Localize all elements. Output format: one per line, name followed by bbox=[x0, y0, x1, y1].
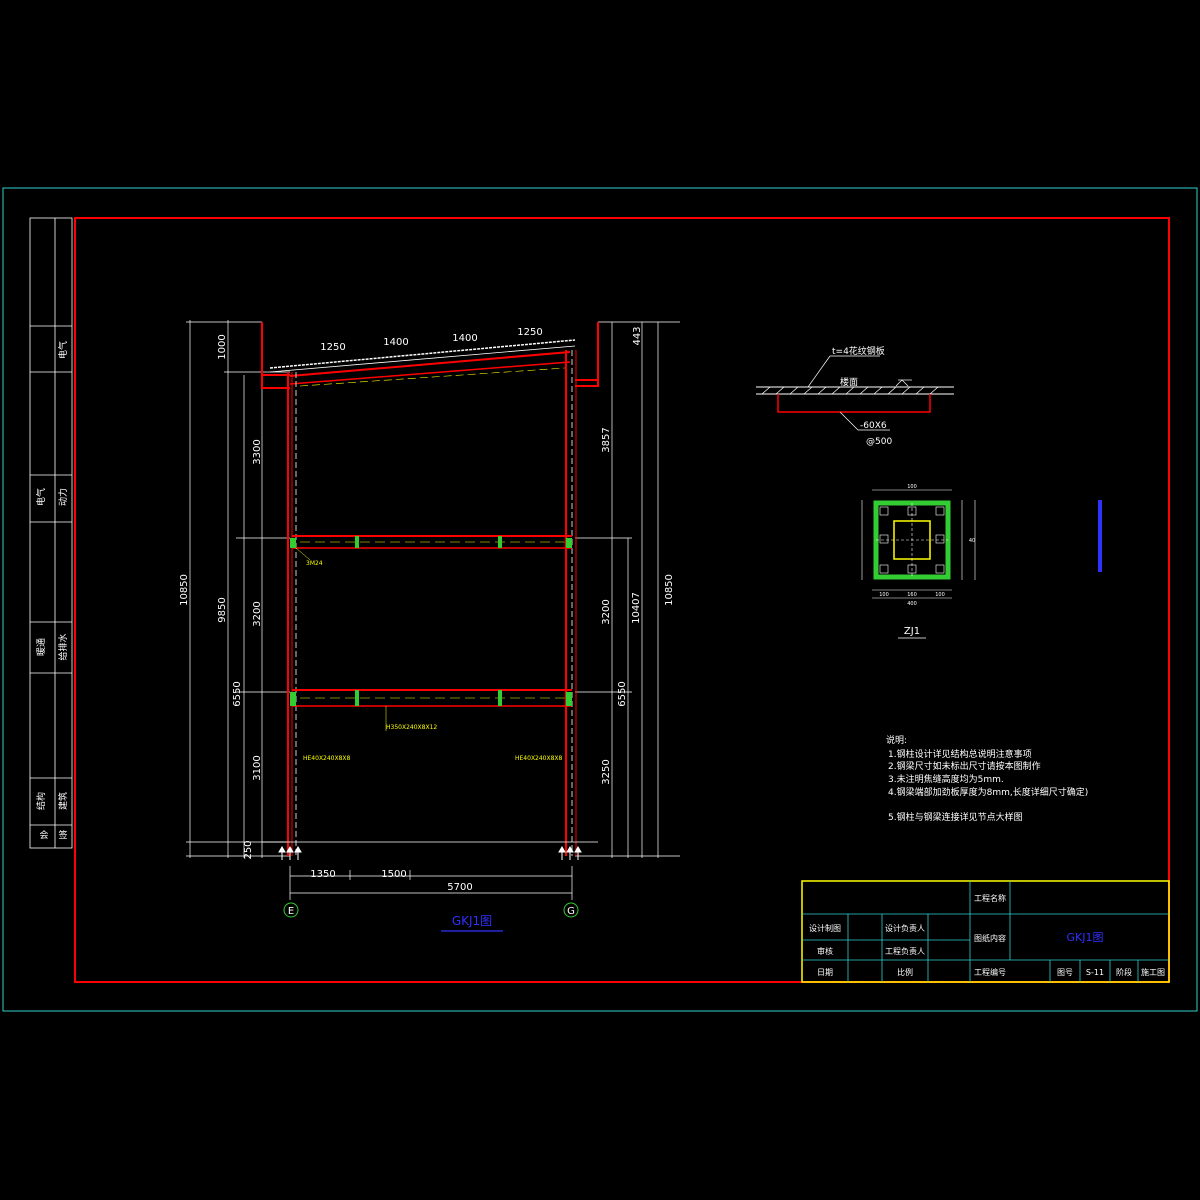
notes-heading: 说明: bbox=[886, 734, 907, 746]
tb-sheet-no: S-11 bbox=[1086, 968, 1104, 977]
stamp-electric-label: 电气 bbox=[35, 488, 47, 506]
zj-dim-1: 100 bbox=[879, 592, 889, 598]
detail-bar-label: -60X6 bbox=[860, 421, 887, 431]
stamp-hvac-label: 暖通 bbox=[35, 638, 47, 656]
note-4: 4.钢梁端部加劲板厚度为8mm,长度详细尺寸确定) bbox=[888, 786, 1088, 798]
zj-dim-3: 100 bbox=[935, 592, 945, 598]
frame-elevation bbox=[186, 320, 680, 918]
zj-dim-2: 160 bbox=[907, 592, 917, 598]
sheet-outer-border bbox=[2, 187, 1198, 1012]
detail-plate-label: t=4花纹钢板 bbox=[832, 345, 885, 357]
dim-top-3: 1400 bbox=[452, 333, 477, 344]
drawing-frame bbox=[74, 217, 1170, 983]
title-block bbox=[801, 880, 1170, 983]
dim-top-2: 1400 bbox=[383, 337, 408, 348]
side-stamp: 电气 动力 电气 给排水 暖通 建筑 结构 会 签 bbox=[29, 217, 73, 849]
detail-floor-label: 楼面 bbox=[840, 376, 858, 388]
dim-right-6: 6550 bbox=[617, 681, 628, 706]
member-label-column-right: HE40X240X8X8 bbox=[515, 755, 563, 762]
dim-left-7: 3100 bbox=[252, 755, 263, 780]
axis-label-e: E bbox=[288, 906, 294, 917]
dim-left-6: 6550 bbox=[232, 681, 243, 706]
dim-top-4: 1250 bbox=[517, 327, 542, 338]
tb-designer-label: 设计制图 bbox=[809, 923, 841, 933]
zj1-detail bbox=[861, 489, 976, 599]
dim-bottom-3: 5700 bbox=[447, 882, 472, 893]
member-label-beam: H350X240X8X12 bbox=[386, 724, 437, 731]
tb-stage: 施工图 bbox=[1141, 967, 1165, 977]
stamp-countersign-2: 签 bbox=[58, 829, 67, 841]
dim-left-3: 10850 bbox=[179, 574, 190, 606]
tb-design-lead-label: 设计负责人 bbox=[885, 923, 925, 933]
tb-project-label: 工程名称 bbox=[974, 893, 1006, 903]
zj-dim-side: 40 bbox=[969, 538, 975, 544]
note-2: 2.钢梁尺寸如未标出尺寸请按本图制作 bbox=[888, 760, 1041, 772]
tb-project-lead-label: 工程负责人 bbox=[885, 946, 925, 956]
dim-right-7: 3250 bbox=[601, 759, 612, 784]
dim-bottom-1: 1350 bbox=[310, 869, 335, 880]
dim-right-5: 10850 bbox=[664, 574, 675, 606]
tb-reviewer-label: 审核 bbox=[817, 946, 833, 956]
stamp-electrical-label: 电气 bbox=[57, 341, 69, 359]
tb-project-no-label: 工程编号 bbox=[974, 967, 1006, 977]
note-1: 1.钢柱设计详见结构总说明注意事项 bbox=[888, 748, 1032, 760]
tb-date-label: 日期 bbox=[817, 968, 833, 977]
zj-dim-total: 400 bbox=[907, 601, 917, 607]
dim-left-2: 3300 bbox=[252, 439, 263, 464]
floor-detail bbox=[756, 355, 954, 431]
dim-bottom-2: 1500 bbox=[381, 869, 406, 880]
tb-scale-label: 比例 bbox=[897, 967, 913, 977]
dim-left-5: 3200 bbox=[252, 601, 263, 626]
drawing-title: GKJ1图 bbox=[452, 914, 492, 928]
tb-content-label: 图纸内容 bbox=[974, 933, 1006, 943]
stamp-architecture-label: 建筑 bbox=[57, 792, 69, 810]
dim-right-1: 443 bbox=[632, 326, 643, 345]
dim-right-2: 3857 bbox=[601, 427, 612, 452]
stamp-structure-label: 结构 bbox=[35, 792, 47, 810]
dim-right-4: 10407 bbox=[631, 592, 642, 624]
tb-stage-label: 阶段 bbox=[1116, 967, 1132, 977]
tb-sheet-no-label: 图号 bbox=[1057, 968, 1073, 977]
dim-left-8: 250 bbox=[243, 840, 254, 859]
dim-top-1: 1250 bbox=[320, 342, 345, 353]
zj-title: ZJ1 bbox=[904, 626, 920, 637]
note-5: 5.钢柱与钢梁连接详见节点大样图 bbox=[888, 811, 1023, 823]
note-3: 3.未注明焦缝高度均为5mm. bbox=[888, 773, 1004, 785]
dim-right-3: 3200 bbox=[601, 599, 612, 624]
member-label-column-left: HE40X240X8X8 bbox=[303, 755, 351, 762]
dim-left-4: 9850 bbox=[217, 597, 228, 622]
axis-label-g: G bbox=[567, 906, 575, 917]
stamp-plumbing-label: 给排水 bbox=[57, 633, 69, 660]
tb-drawing-name: GKJ1图 bbox=[1067, 931, 1104, 944]
zj-dim-top: 100 bbox=[907, 484, 917, 490]
detail-spacing-label: @500 bbox=[866, 437, 892, 447]
member-label-bolts: 3M24 bbox=[306, 560, 323, 567]
stamp-countersign-1: 会 bbox=[39, 829, 48, 841]
stamp-power-label: 动力 bbox=[57, 488, 69, 506]
dim-left-1: 1000 bbox=[217, 334, 228, 359]
